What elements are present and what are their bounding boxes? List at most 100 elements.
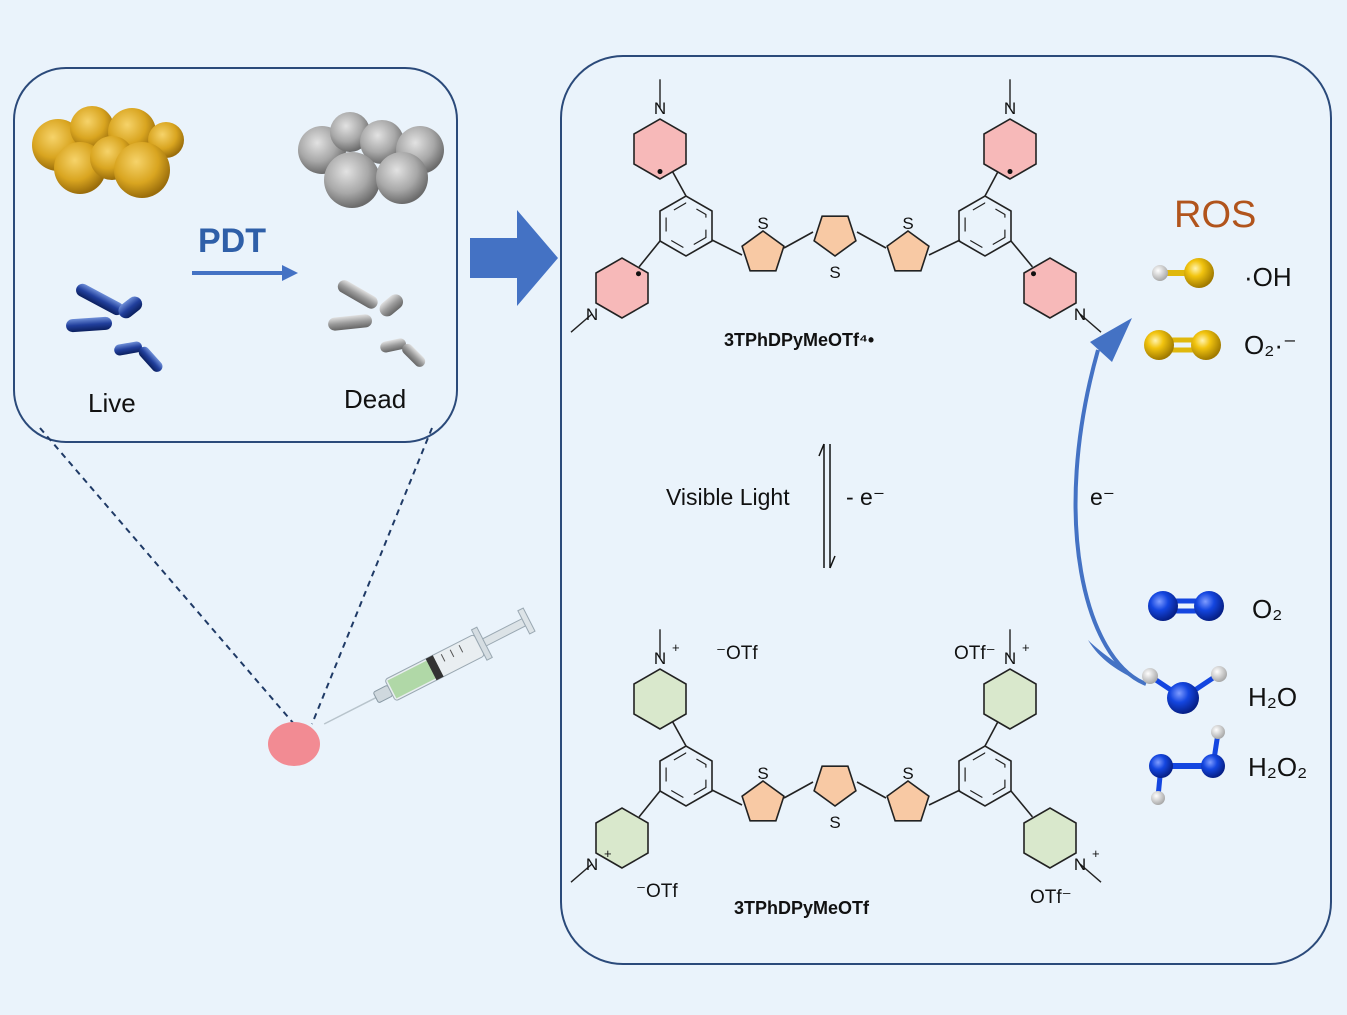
superoxide-label: O₂·⁻ [1244, 330, 1297, 360]
nitrogen-atom-label: N [1074, 855, 1086, 874]
pyridine-ring [1023, 807, 1077, 869]
oxidation-label: - e⁻ [846, 484, 885, 510]
zoom-line-left [39, 427, 295, 725]
benzene-ring [659, 745, 713, 807]
water-label: H₂O [1248, 682, 1298, 712]
bond [1010, 240, 1034, 268]
bond [928, 239, 961, 256]
bottom-compound-label: 3TPhDPyMeOTf [734, 898, 870, 918]
bond [711, 239, 743, 256]
nitrogen-atom-label: N [1004, 649, 1016, 668]
benzene-ring [659, 195, 713, 257]
bond [856, 781, 887, 799]
benzene-ring [958, 745, 1012, 807]
zoom-line-right [311, 427, 433, 725]
oxygen-model [1148, 591, 1224, 621]
methyl-bond [570, 313, 593, 333]
sulfur-atom-label: S [829, 263, 840, 282]
bond [638, 240, 661, 268]
bond [670, 719, 687, 747]
positive-charge: + [1022, 640, 1030, 655]
pdt-label: PDT [198, 222, 266, 260]
pyridine-ring [633, 668, 687, 730]
transition-arrow [470, 210, 558, 306]
nitrogen-atom-label: N [1004, 99, 1016, 118]
electron-label: e⁻ [1090, 484, 1115, 510]
bond [928, 789, 961, 806]
dead-bacteria-rods-icon [328, 280, 426, 367]
dead-label: Dead [344, 384, 407, 414]
pyridine-ring [983, 118, 1037, 180]
injection-spot [268, 722, 320, 766]
pyridine-ring [983, 668, 1037, 730]
pyridine-ring [595, 807, 649, 869]
counterion-label: OTf⁻ [1030, 887, 1072, 908]
pyridine-ring [595, 257, 649, 319]
bond [670, 169, 687, 197]
benzene-inner [665, 752, 707, 800]
positive-charge: + [672, 640, 680, 655]
benzene-inner [964, 202, 1006, 250]
hydrogen-peroxide-label: H₂O₂ [1248, 752, 1308, 782]
water-model [1142, 666, 1227, 714]
pyridine-ring [633, 118, 687, 180]
nitrogen-atom-label: N [654, 649, 666, 668]
radical-dot [1007, 169, 1013, 175]
positive-charge: + [604, 846, 612, 861]
cationic-molecule-structure: S S S N + N + N + N + [570, 629, 1102, 883]
positive-charge: + [1092, 846, 1100, 861]
right-panel [560, 55, 1332, 965]
thiophene-ring [741, 230, 785, 272]
live-label: Live [88, 388, 136, 418]
bond [638, 790, 661, 818]
counterion-label: ⁻OTf [716, 643, 758, 664]
benzene-inner [665, 202, 707, 250]
equilibrium-arrows [818, 443, 836, 569]
ros-title: ROS [1174, 194, 1257, 236]
syringe-icon [323, 607, 536, 725]
superoxide-model [1144, 330, 1221, 360]
thiophene-ring [886, 780, 930, 822]
visible-light-label: Visible Light [666, 484, 790, 510]
bond [783, 231, 814, 249]
methyl-bond [1079, 313, 1102, 333]
methyl-bond [570, 863, 593, 883]
benzene-inner [964, 752, 1006, 800]
live-bacteria-cocci-icon [32, 106, 184, 198]
thiophene-ring [813, 765, 857, 807]
radical-dot [1031, 271, 1036, 277]
hydrogen-peroxide-model [1149, 725, 1225, 805]
sulfur-atom-label: S [902, 764, 913, 783]
sulfur-atom-label: S [757, 214, 768, 233]
pdt-arrow [192, 265, 298, 281]
nitrogen-atom-label: N [586, 855, 598, 874]
oxygen-label: O₂ [1252, 594, 1283, 624]
oh-radical-label: ·OH [1244, 262, 1292, 292]
oh-radical-model [1152, 258, 1214, 288]
thiophene-ring [813, 215, 857, 257]
bond [711, 789, 743, 806]
benzene-ring [958, 195, 1012, 257]
nitrogen-atom-label: N [1074, 305, 1086, 324]
top-compound-label: 3TPhDPyMeOTf⁴• [724, 330, 875, 350]
methyl-bond [1079, 863, 1102, 883]
bond [1010, 790, 1034, 818]
sulfur-atom-label: S [902, 214, 913, 233]
sulfur-atom-label: S [757, 764, 768, 783]
counterion-label: OTf⁻ [954, 643, 996, 664]
thiophene-ring [886, 230, 930, 272]
sulfur-atom-label: S [829, 813, 840, 832]
bond [984, 719, 1000, 747]
bond [984, 169, 1000, 197]
dead-bacteria-cocci-icon [298, 112, 444, 208]
thiophene-ring [741, 780, 785, 822]
nitrogen-atom-label: N [654, 99, 666, 118]
live-bacteria-rods-icon [66, 283, 163, 372]
bond [783, 781, 814, 799]
counterion-label: ⁻OTf [636, 881, 678, 902]
electron-transfer-arrow [1073, 318, 1147, 686]
pyridine-ring [1023, 257, 1077, 319]
